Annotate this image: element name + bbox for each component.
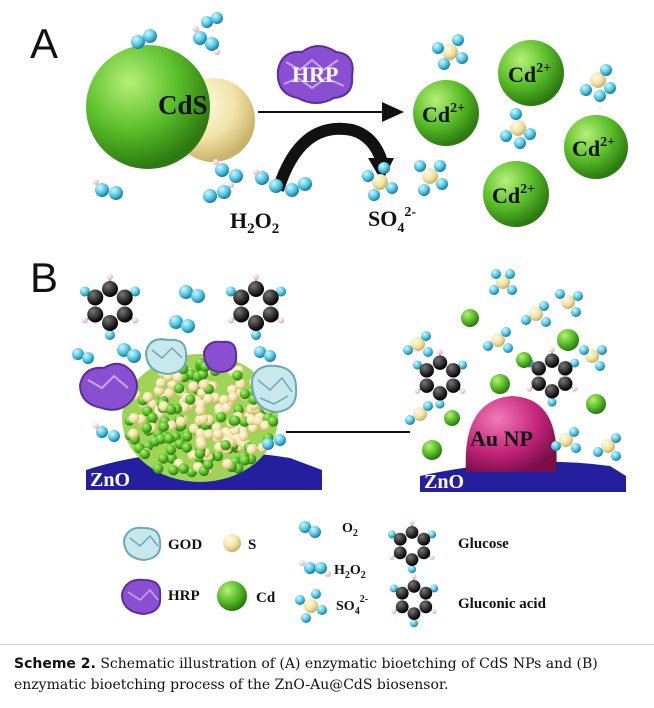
panel-a: A CdS HRP H2O2 SO42- Cd2+ Cd2+ — [30, 12, 628, 237]
panel-b: B ZnO — [30, 254, 626, 493]
h2o2-molecule — [285, 177, 312, 197]
o2-molecule — [131, 29, 157, 49]
hrp-label-a: HRP — [292, 62, 338, 87]
svg-text:Cd2+: Cd2+ — [422, 101, 465, 127]
cd-ion: Cd2+ — [483, 161, 549, 227]
legend-h2o2-label: H2O2 — [334, 563, 366, 581]
legend-god-icon — [122, 526, 162, 562]
legend-o2-label: O2 — [342, 521, 358, 539]
so4-molecule — [580, 64, 616, 102]
panel-b-letter: B — [30, 254, 58, 301]
cds-nanoparticle: CdS — [86, 45, 255, 169]
legend-cd-icon — [217, 581, 247, 611]
svg-text:Cd2+: Cd2+ — [492, 182, 535, 208]
legend-glucose-icon — [387, 520, 437, 574]
so4-molecule — [500, 108, 536, 149]
legend-gluconic-label: Gluconic acid — [458, 596, 547, 612]
legend-hrp-label: HRP — [168, 588, 200, 604]
so4-molecule — [483, 327, 513, 353]
legend-hrp-icon — [120, 578, 162, 616]
glucose-molecule — [79, 274, 141, 340]
cd-ion — [516, 352, 532, 368]
cd-sphere — [86, 45, 210, 169]
so4-molecule — [403, 331, 433, 357]
o2-molecule — [179, 285, 205, 303]
cd-ion — [461, 309, 479, 327]
legend-s-label: S — [248, 537, 256, 553]
glucose-molecule — [225, 274, 287, 340]
cd-ion: Cd2+ — [564, 115, 628, 179]
so4-molecule — [551, 427, 581, 453]
au-np-label: Au NP — [470, 426, 533, 451]
legend-gluconic-icon — [389, 574, 439, 628]
cds-label: CdS — [158, 90, 208, 120]
cd-ion — [444, 410, 460, 426]
so4-molecule — [432, 34, 468, 70]
gluconic-acid-molecule — [412, 349, 468, 409]
caption-label: Scheme 2. — [14, 656, 96, 672]
so4-molecule — [414, 160, 448, 196]
so4-molecule — [579, 345, 607, 371]
so4-molecule — [521, 301, 551, 327]
cd-ion — [586, 394, 606, 414]
hrp-enzyme — [78, 362, 138, 411]
cd-ion — [422, 440, 442, 460]
h2o2-molecule — [93, 179, 123, 200]
cd-ion — [557, 329, 579, 351]
hrp-enzyme-a: HRP — [276, 45, 354, 104]
so4-molecule — [593, 433, 621, 461]
o2-molecule — [201, 12, 223, 28]
cd-ion: Cd2+ — [413, 80, 479, 146]
h2o2-molecule — [262, 434, 286, 450]
h2o2-molecule — [203, 182, 234, 203]
legend-o2-icon — [299, 521, 321, 538]
so4-label-a: SO42- — [368, 205, 416, 236]
hrp-enzyme — [202, 340, 238, 374]
so4-molecule — [489, 269, 517, 295]
h2o2-label-a: H2O2 — [230, 208, 279, 237]
legend-cd-label: Cd — [256, 590, 276, 606]
caption-divider — [0, 644, 654, 645]
panel-a-letter: A — [30, 20, 58, 67]
h2o2-molecule — [213, 159, 243, 183]
legend-god-label: GOD — [168, 537, 202, 553]
caption-text: Schematic illustration of (A) enzymatic … — [14, 656, 598, 693]
zno-label-left: ZnO — [90, 469, 130, 491]
legend: GOD S HRP Cd O2 H2O2 SO42- Glucose Gluco… — [120, 520, 547, 628]
o2-molecule — [169, 315, 195, 333]
o2-molecule — [72, 348, 94, 364]
cd-ion: Cd2+ — [498, 40, 564, 106]
h2o2-molecule — [93, 423, 120, 442]
figure-caption: Scheme 2. Schematic illustration of (A) … — [14, 654, 644, 696]
svg-text:Cd2+: Cd2+ — [572, 135, 615, 161]
o2-molecule — [117, 343, 141, 363]
gluconic-acid-molecule — [524, 347, 580, 407]
cd-ion — [490, 374, 510, 394]
god-enzyme — [250, 364, 298, 414]
h2o2-molecule — [253, 169, 283, 193]
zno-label-right: ZnO — [424, 471, 464, 493]
legend-so4-icon — [295, 589, 327, 623]
legend-s-icon — [223, 534, 241, 552]
curved-arrow — [272, 122, 388, 192]
legend-h2o2-icon — [299, 560, 331, 577]
svg-text:Cd2+: Cd2+ — [508, 61, 551, 87]
o2-molecule — [254, 346, 276, 362]
legend-so4-label: SO42- — [336, 594, 368, 617]
so4-molecule — [362, 162, 398, 201]
cds-cluster — [122, 354, 279, 482]
h2o2-molecule — [193, 26, 220, 55]
au-nanoparticle: Au NP — [465, 396, 557, 472]
god-enzyme — [144, 338, 188, 376]
so4-molecule — [555, 289, 583, 317]
legend-glucose-label: Glucose — [458, 536, 509, 552]
so4-molecule — [405, 401, 433, 425]
